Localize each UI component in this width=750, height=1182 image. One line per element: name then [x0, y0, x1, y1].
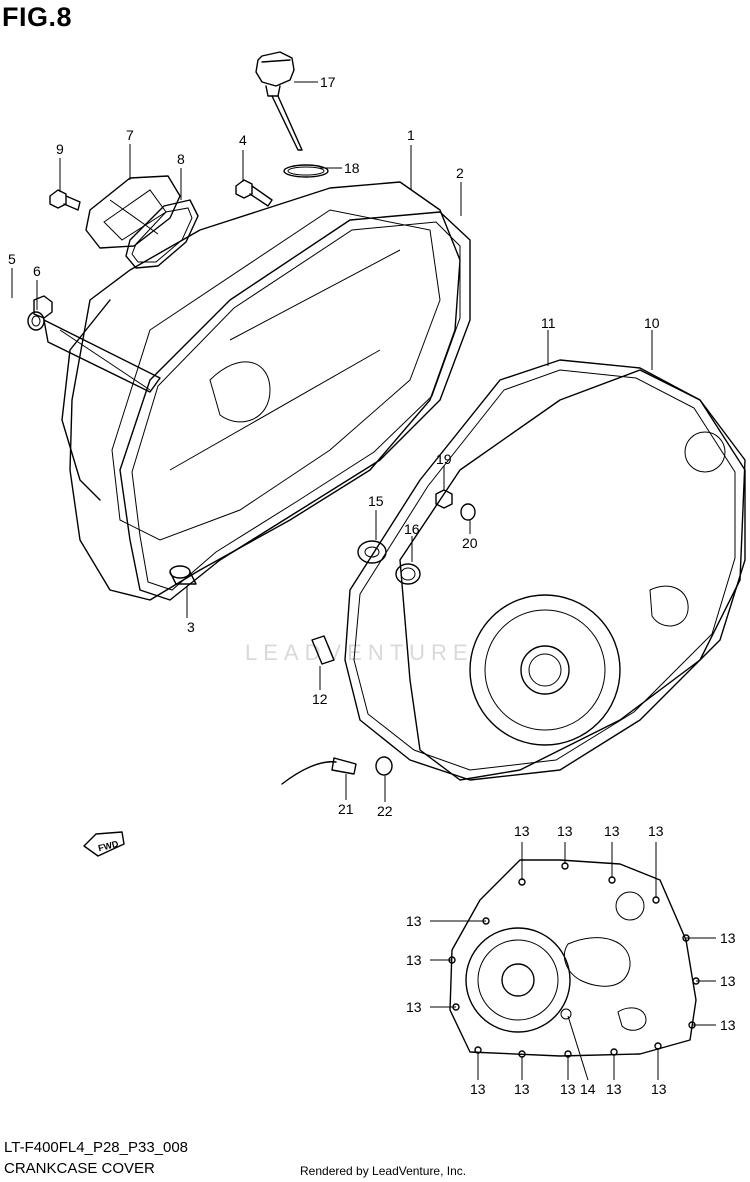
callout-9: 9: [56, 141, 64, 157]
o-ring-part: [283, 164, 329, 178]
callout-13: 13: [406, 913, 422, 929]
fwd-label: FWD: [97, 838, 120, 853]
callout-13: 13: [720, 1017, 736, 1033]
crankcase-cover-right-part: [399, 369, 746, 781]
callout-13: 13: [604, 823, 620, 839]
callout-13: 13: [557, 823, 573, 839]
callout-13: 13: [406, 999, 422, 1015]
callout-21: 21: [338, 801, 354, 817]
crankcase-cover-left-part: [43, 181, 461, 601]
callout-5: 5: [8, 251, 16, 267]
bolt-location-markers: [448, 862, 700, 1058]
drain-plug-part: [33, 295, 53, 319]
callout-13: 13: [514, 1081, 530, 1097]
callout-8: 8: [177, 151, 185, 167]
leader-lines: [11, 81, 653, 802]
callout-16: 16: [404, 521, 420, 537]
cover-gasket-part: [125, 199, 199, 269]
callout-13: 13: [606, 1081, 622, 1097]
callout-1: 1: [407, 127, 415, 143]
bolt-location-view: [449, 859, 697, 1057]
callout-13: 13: [651, 1081, 667, 1097]
callout-3: 3: [187, 619, 195, 635]
bolt-part-9: [49, 189, 81, 211]
callout-13: 13: [406, 952, 422, 968]
figure-title: FIG.8: [2, 2, 73, 32]
leader-lines-13: [430, 842, 716, 1081]
callout-18: 18: [344, 160, 360, 176]
callout-17: 17: [320, 74, 336, 90]
callout-13: 13: [514, 823, 530, 839]
dowel-pin-part-3: [169, 565, 197, 585]
callout-4: 4: [239, 132, 247, 148]
callout-6: 6: [33, 263, 41, 279]
cover-gasket-left-part: [119, 211, 471, 601]
dowel-pin-part-12: [311, 635, 335, 665]
callout-11: 11: [541, 315, 556, 331]
bolt-part-19: [435, 489, 453, 509]
ring-part-16: [395, 563, 421, 585]
callout-13: 13: [720, 930, 736, 946]
callout-13: 13: [720, 973, 736, 989]
sensor-part-21: [281, 757, 357, 785]
callout-7: 7: [126, 127, 134, 143]
render-credit: Rendered by LeadVenture, Inc.: [300, 1164, 467, 1178]
washer-part-22: [375, 756, 393, 776]
callout-13: 13: [560, 1081, 576, 1097]
callout-labels: 17 18 1 2 3 4 5 6 7 8 9 10 11 12 15 16 1…: [8, 74, 736, 1097]
callout-15: 15: [368, 493, 384, 509]
figure-name: CRANKCASE COVER: [4, 1160, 155, 1177]
callout-10: 10: [644, 315, 660, 331]
callout-12: 12: [312, 691, 328, 707]
callout-2: 2: [456, 165, 464, 181]
bolt-part-4: [235, 179, 273, 207]
callout-14: 14: [580, 1081, 596, 1097]
oil-seal-part-15: [357, 540, 387, 564]
callout-20: 20: [462, 535, 478, 551]
figure-code: LT-F400FL4_P28_P33_008: [4, 1139, 189, 1156]
oil-filler-cap-part: [255, 51, 303, 151]
callout-22: 22: [377, 803, 393, 819]
forward-direction-arrow-icon: FWD: [83, 831, 125, 857]
callout-13: 13: [648, 823, 664, 839]
washer-part-20: [460, 503, 476, 521]
callout-19: 19: [436, 451, 452, 467]
watermark: LEADVENTURE: [245, 640, 474, 665]
cover-gasket-right-part: [344, 359, 746, 781]
callout-13: 13: [470, 1081, 486, 1097]
